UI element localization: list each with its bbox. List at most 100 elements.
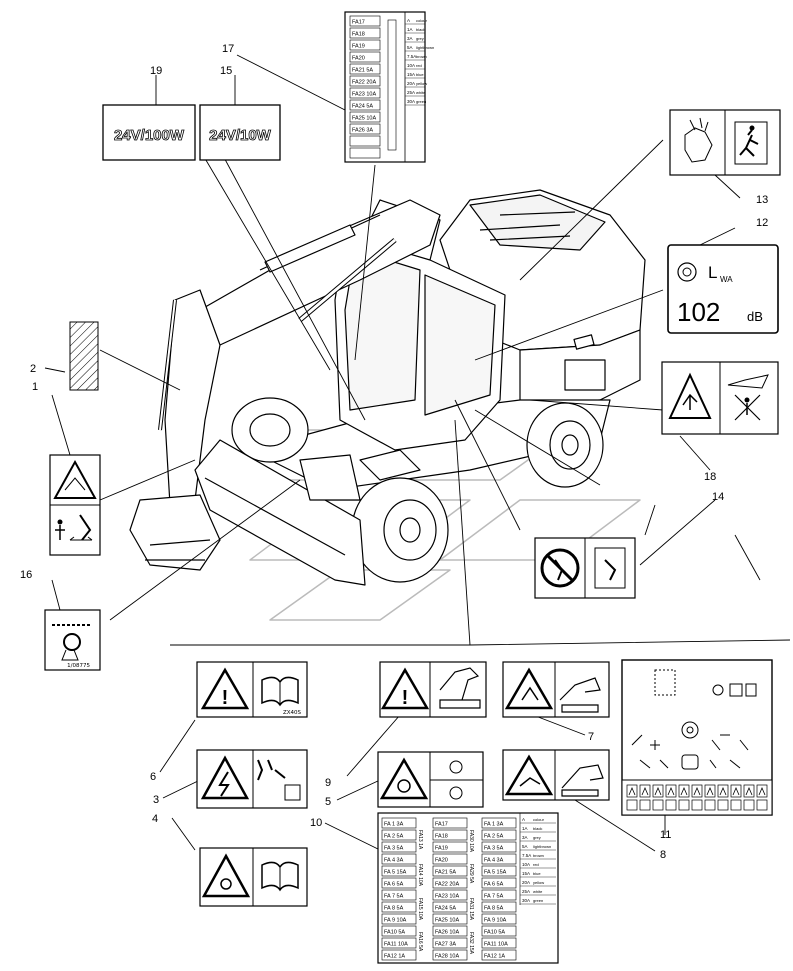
fuse-cell [481, 889, 517, 901]
control-icons-row [626, 784, 768, 811]
fuse-label: FA23 10A [352, 92, 376, 98]
noise-unit: dB [747, 309, 763, 324]
fuse-label: FA23 10A [435, 894, 459, 900]
decal-lifting-hook: 1/08775 [44, 609, 101, 671]
fuse-label: FA10 5A [484, 930, 505, 936]
lightning-icon [218, 771, 230, 797]
excavator-illustration [129, 189, 646, 621]
fuse-label: FA 3 5A [384, 846, 404, 852]
control-icon [652, 784, 664, 798]
fuse-amp: 30A [407, 99, 415, 104]
fuse-cell [481, 817, 517, 829]
fuse-color: blue [416, 72, 424, 77]
running-person-icon [739, 129, 759, 157]
control-icon [704, 799, 716, 811]
fuse-side-label: FA16 5A [417, 932, 423, 952]
decal-controls-panel [621, 659, 773, 816]
decal-lamp-100w: 24V/100W [102, 104, 196, 161]
control-icon [678, 784, 690, 798]
fuse-amp: 25A [407, 90, 415, 95]
decal-noise-level: L WA 102 dB [667, 244, 779, 334]
person-icon [57, 519, 63, 525]
fuse-label: FA 7 5A [484, 894, 504, 900]
hook-icon [63, 633, 81, 651]
control-icon [704, 784, 716, 798]
fuse-side-label: FA14 10A [417, 864, 423, 887]
gauge-icon-2 [449, 786, 463, 800]
callout-1: 1 [32, 381, 38, 393]
fuse-cell [381, 841, 417, 853]
callout-12: 12 [756, 217, 768, 229]
fuse-label: FA 8 5A [384, 906, 404, 912]
fuse-amp: 25A [522, 889, 530, 894]
fuse-cell [481, 949, 517, 961]
control-icon [639, 799, 651, 811]
callout-16: 16 [20, 569, 32, 581]
fuse-cell [481, 925, 517, 937]
dozer-blade [194, 439, 366, 586]
decal-electric-hazard [196, 749, 308, 809]
fuse-side-label: FA13 1A [417, 830, 423, 850]
fuse-amp: 7.5A [407, 54, 416, 59]
decal-crush-keep-distance [49, 454, 101, 556]
control-icon [626, 784, 638, 798]
fuse-amp: 15A [407, 72, 415, 77]
fuse-amp: 20A [522, 880, 530, 885]
decal-no-pass-door [534, 537, 636, 599]
decal-6-code: ZX40S [283, 710, 302, 716]
fuse-cell [381, 913, 417, 925]
fuse-cell [481, 877, 517, 889]
warning-triangle-icon [200, 667, 250, 710]
fuse-color: grey [416, 36, 424, 41]
control-icon [743, 799, 755, 811]
fuse-amp: 20A [407, 81, 415, 86]
callout-5: 5 [325, 796, 331, 808]
decal-danger-zone [502, 661, 610, 718]
control-icon [730, 784, 742, 798]
fuse-color: yellow [416, 81, 427, 86]
fuse-cell [481, 937, 517, 949]
fuse-cell [481, 901, 517, 913]
callout-8: 8 [660, 849, 666, 861]
warning-triangle-icon [201, 853, 251, 898]
fuse-amp: A [407, 18, 410, 23]
warning-triangle-icon [53, 459, 97, 499]
fuse-label: FA12 1A [384, 954, 405, 960]
control-icon [756, 784, 768, 798]
fuse-color: white [416, 90, 426, 95]
fuse-color: colour [533, 817, 545, 822]
decal-bucket-swing: ! [379, 661, 487, 718]
fuse-label: FA11 10A [484, 942, 508, 948]
callout-6: 6 [150, 771, 156, 783]
fuse-label: FA 6 5A [484, 882, 504, 888]
warning-triangle-icon [379, 757, 429, 800]
fuse-label: FA 9 10A [384, 918, 407, 924]
fuse-cell-empty [349, 135, 381, 147]
fuse-amp: 10A [407, 63, 415, 68]
leader-lines [44, 54, 791, 852]
fuse-label: FA24 5A [352, 104, 373, 110]
fuse-cell [481, 865, 517, 877]
fuse-amp: 1A [522, 826, 528, 831]
control-icon [626, 799, 638, 811]
fuse-amp: 10A [522, 862, 530, 867]
fuse-label: FA 5 15A [384, 870, 407, 876]
fuse-label: FA17 [435, 822, 448, 828]
fuse-cell [381, 853, 417, 865]
fuse-side-label: FA31 15A [468, 898, 474, 921]
hand-icon [684, 127, 713, 163]
fuse-cell [381, 901, 417, 913]
lamp-100w-text: 24V/100W [114, 127, 185, 144]
fuse-side-label: FA30 10A [468, 830, 474, 853]
control-icon [756, 799, 768, 811]
control-icon [665, 799, 677, 811]
warning-triangle-icon [504, 754, 554, 796]
callout-4: 4 [152, 813, 158, 825]
fuse-color: black [416, 27, 425, 32]
fuse-cell [349, 39, 381, 51]
callout-labels: 19 15 17 13 12 18 14 2 1 16 6 3 4 9 5 10… [20, 43, 768, 861]
arm [164, 289, 221, 506]
fuse-label: FA 9 10A [484, 918, 507, 924]
